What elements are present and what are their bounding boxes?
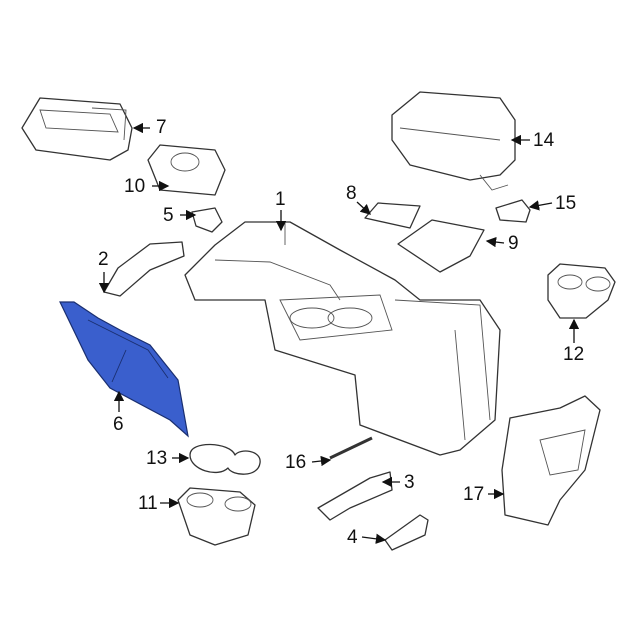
part-5-bracket	[191, 207, 223, 233]
part-11-cup-holder	[177, 487, 256, 546]
callout-8: 8	[346, 183, 357, 204]
part-6-side-panel-highlighted	[59, 301, 189, 438]
leader-lines	[98, 122, 580, 544]
part-8-mat	[364, 202, 421, 229]
part-3-bracket	[317, 471, 393, 521]
part-15-latch	[495, 199, 531, 223]
callout-12: 12	[563, 344, 585, 365]
callout-11: 11	[138, 493, 158, 514]
part-7-storage-tray	[21, 97, 133, 161]
part-2-bracket	[103, 241, 185, 297]
callout-7: 7	[156, 117, 167, 138]
callout-3: 3	[404, 472, 415, 493]
part-10-shifter-bezel	[147, 144, 226, 196]
callout-16: 16	[285, 452, 307, 473]
part-9-liner	[397, 219, 485, 273]
callout-5: 5	[163, 205, 174, 226]
part-17-rear-panel	[501, 395, 601, 526]
callout-1: 1	[275, 189, 286, 210]
part-12-cup-holder	[547, 263, 616, 319]
callout-10: 10	[124, 176, 146, 197]
part-14-armrest-lid	[391, 91, 516, 191]
callout-4: 4	[347, 527, 358, 548]
callout-15: 15	[555, 193, 577, 214]
part-4-bracket	[384, 514, 429, 551]
callout-13: 13	[146, 448, 168, 469]
callout-14: 14	[533, 130, 555, 151]
callout-6: 6	[113, 414, 124, 435]
part-13-cup-mat	[189, 443, 261, 475]
part-16-rod	[329, 436, 373, 460]
callout-2: 2	[98, 249, 109, 270]
callout-17: 17	[463, 484, 485, 505]
callout-9: 9	[508, 233, 519, 254]
